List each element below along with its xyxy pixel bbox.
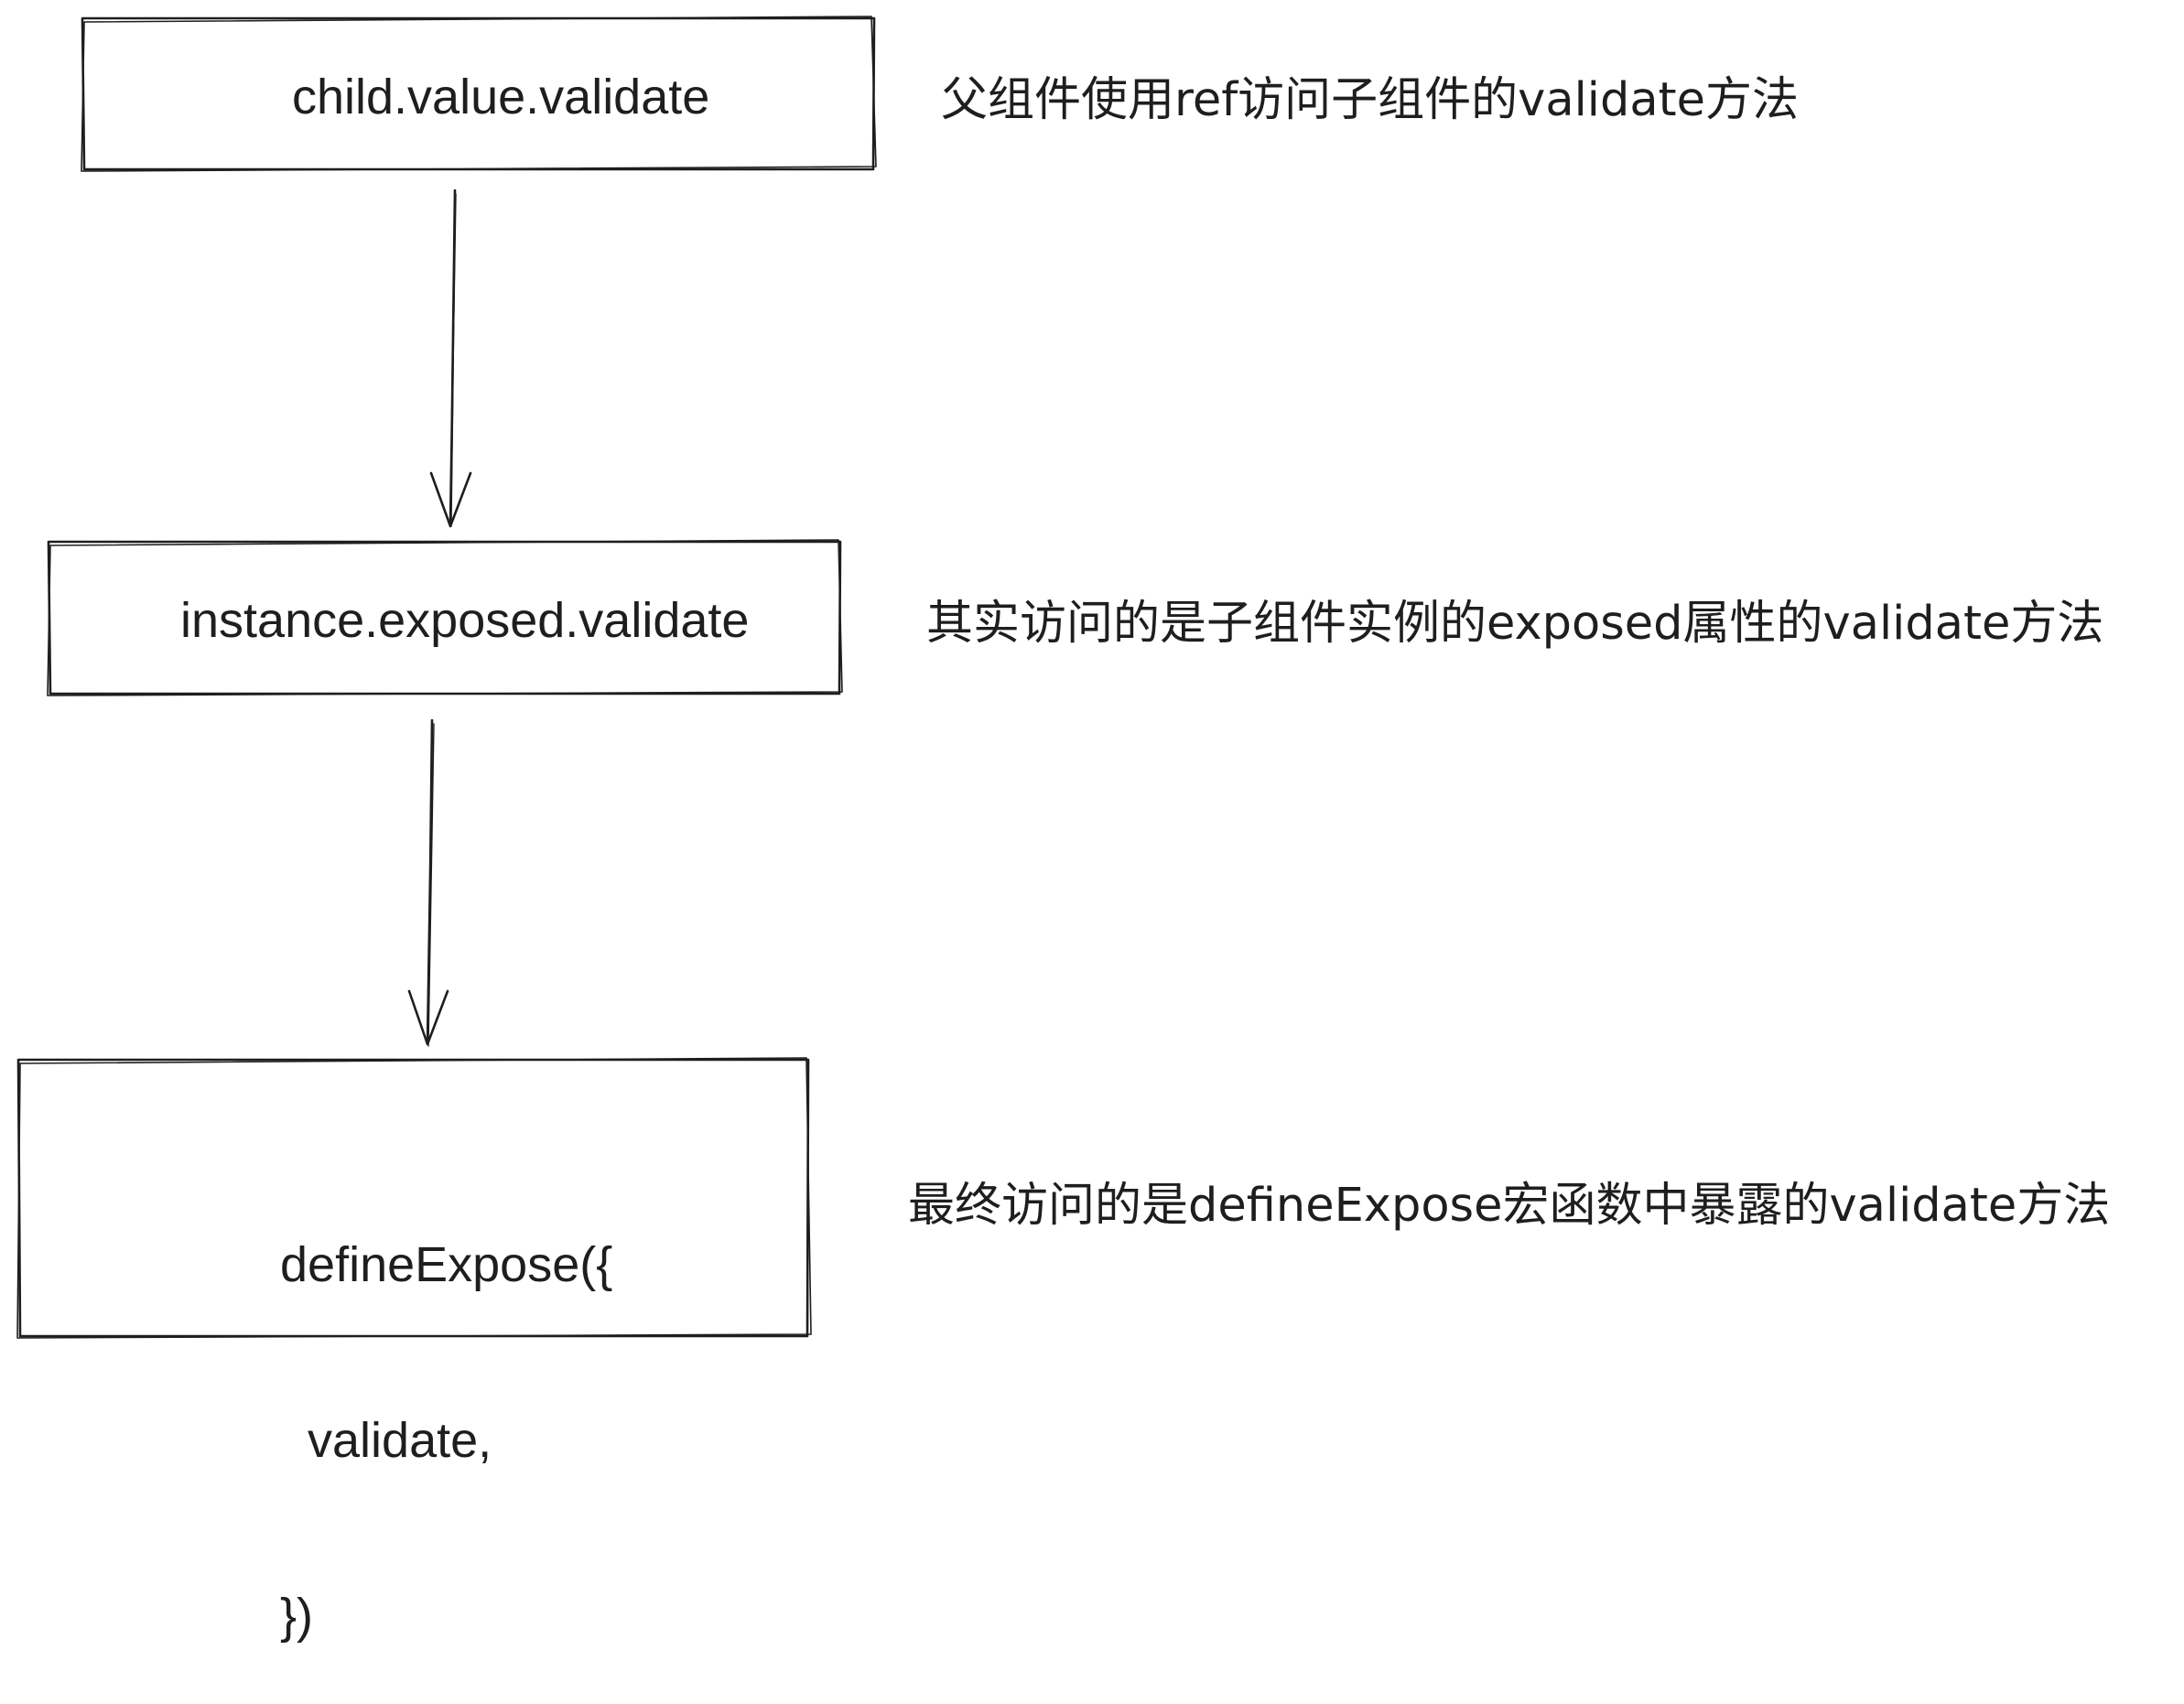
step-2-note: 其实访问的是子组件实例的exposed属性的validate方法 <box>926 597 2104 651</box>
step-2-box-text: instance.exposed.validate <box>180 593 750 648</box>
step-1-note: 父组件使用ref访问子组件的validate方法 <box>941 73 1799 127</box>
box-instance-exposed <box>47 539 843 696</box>
step-1-box-text: child.value.validate <box>292 70 710 124</box>
code-line-2: validate, <box>280 1413 492 1468</box>
step-3-code: defineExpose({ validate, }) <box>280 1118 612 1704</box>
box-parent-ref <box>81 16 877 172</box>
flow-diagram <box>16 16 877 1339</box>
code-line-3: }) <box>280 1589 314 1644</box>
step-3-note: 最终访问的是defineExpose宏函数中暴露的validate方法 <box>908 1179 2111 1233</box>
code-line-1: defineExpose({ <box>280 1237 613 1292</box>
arrow-1 <box>429 189 472 528</box>
arrow-2 <box>407 718 449 1047</box>
box-define-expose <box>16 1057 812 1339</box>
